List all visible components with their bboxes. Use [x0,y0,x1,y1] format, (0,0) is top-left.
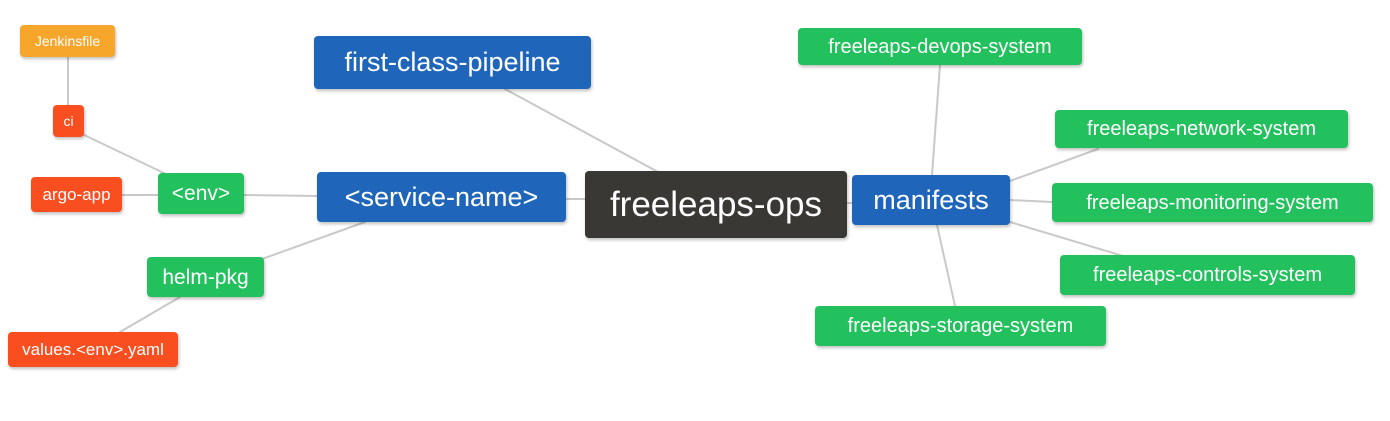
edge-manifests-controls-system [1009,221,1124,257]
edge-manifests-monitoring-system [1009,199,1053,203]
node-freeleaps-network-system[interactable]: freeleaps-network-system [1055,110,1348,148]
node-argo-app[interactable]: argo-app [31,177,122,212]
edge-env-service-name [243,194,318,197]
node-freeleaps-ops-root[interactable]: freeleaps-ops [585,171,847,238]
node-jenkinsfile[interactable]: Jenkinsfile [20,25,115,57]
node-helm-pkg[interactable]: helm-pkg [147,257,264,297]
node-service-name[interactable]: <service-name> [317,172,566,222]
edge-helm-pkg-service-name [261,221,366,260]
node-ci[interactable]: ci [53,105,84,137]
node-first-class-pipeline[interactable]: first-class-pipeline [314,36,591,89]
edge-manifests-devops-system [931,64,941,176]
edge-values-yaml-helm-pkg [119,296,181,333]
node-freeleaps-devops-system[interactable]: freeleaps-devops-system [798,28,1082,65]
node-env[interactable]: <env> [158,173,244,214]
node-freeleaps-controls-system[interactable]: freeleaps-controls-system [1060,255,1355,295]
node-values-env-yaml[interactable]: values.<env>.yaml [8,332,178,367]
edge-first-class-pipeline-freeleaps-ops [504,88,659,173]
node-freeleaps-monitoring-system[interactable]: freeleaps-monitoring-system [1052,183,1373,222]
node-manifests[interactable]: manifests [852,175,1010,225]
edge-manifests-network-system [1009,148,1099,182]
edge-manifests-storage-system [936,224,956,307]
node-freeleaps-storage-system[interactable]: freeleaps-storage-system [815,306,1106,346]
edge-ci-env [81,133,169,176]
